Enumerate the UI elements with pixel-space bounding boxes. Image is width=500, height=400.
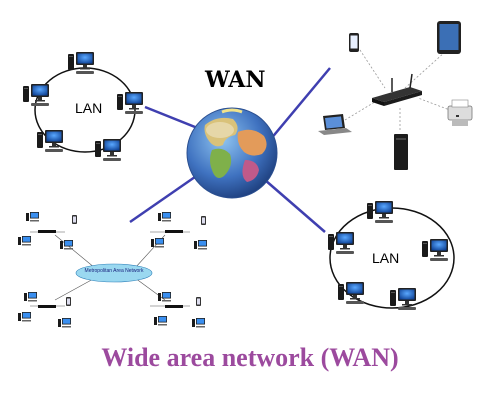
man-label: Metropolitan Area Network (85, 268, 144, 274)
lan-left-label: LAN (75, 100, 102, 116)
man-pc-11 (154, 316, 167, 326)
lan-right-label: LAN (372, 250, 399, 266)
man-switch-top-left (38, 230, 56, 233)
printer-icon (447, 99, 473, 126)
lan-left-pc-1 (68, 52, 94, 74)
lan-right-pc-2 (328, 232, 354, 254)
man-phone-3 (66, 297, 71, 306)
man-pc-4 (158, 212, 171, 222)
man-pc-2 (18, 236, 31, 246)
man-phone-4 (196, 297, 201, 306)
man-pc-3 (60, 240, 73, 250)
lan-left-pc-5 (95, 139, 121, 161)
lan-left-pc-4 (37, 130, 63, 152)
man-switch-top-right (165, 230, 183, 233)
desktop-tower-icon (394, 134, 408, 170)
man-pc-9 (58, 318, 71, 328)
globe-icon (186, 107, 278, 199)
wireless-network (318, 21, 473, 170)
wan-title: WAN (204, 67, 265, 93)
man-pc-10 (158, 292, 171, 302)
lan-right: LAN (328, 201, 455, 310)
router-icon (372, 73, 422, 106)
smartphone-icon (349, 33, 359, 52)
lan-right-pc-1 (367, 201, 393, 223)
laptop-icon (318, 114, 352, 135)
man-pc-7 (24, 292, 37, 302)
man-ellipse (75, 263, 153, 283)
lan-left: LAN (23, 52, 143, 161)
man-phone-2 (201, 216, 206, 225)
man-switch-bottom-right (165, 305, 183, 308)
man-switch-bottom-left (38, 305, 56, 308)
man-pc-12 (192, 318, 205, 328)
link-to-wireless (269, 67, 331, 141)
man-pc-5 (151, 238, 164, 248)
man-phone-1 (72, 215, 77, 224)
lan-left-pc-3 (117, 92, 143, 114)
man-pc-8 (18, 312, 31, 322)
metropolitan-area-network: Metropolitan Area Network (18, 212, 207, 328)
caption: Wide area network (WAN) (101, 343, 399, 372)
lan-right-pc-3 (422, 239, 448, 261)
tablet-icon (437, 21, 461, 54)
wireless-links (344, 49, 456, 132)
man-pc-1 (26, 212, 39, 222)
link-to-man (129, 168, 206, 224)
link-to-right-lan (264, 179, 326, 233)
man-pc-6 (194, 240, 207, 250)
